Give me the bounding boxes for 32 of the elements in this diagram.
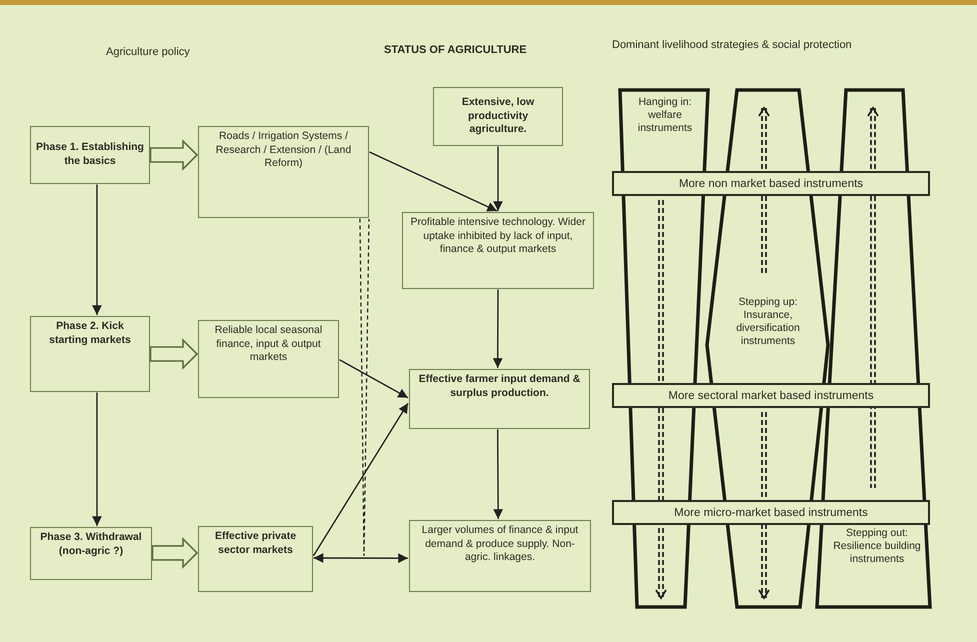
process-box: Profitable intensive technology. Wider uptake inhibited by lack of input, finance & output markets (402, 212, 594, 289)
arrow (493, 146, 503, 211)
process-box: Effective private sector markets (198, 526, 313, 592)
process-box: Reliable local seasonal finance, input & output markets (198, 320, 339, 398)
arrow (314, 553, 408, 564)
column-heading: Agriculture policy (106, 46, 190, 58)
column-text: Hanging in: welfare instruments (636, 96, 694, 136)
process-box: Effective farmer input demand & surplus production. (409, 369, 590, 429)
arrow (339, 359, 408, 398)
arrow (92, 392, 102, 526)
process-box: Extensive, low productivity agriculture. (433, 87, 563, 146)
column-heading: Dominant livelihood strategies & social protection (612, 39, 852, 51)
instrument-band: More micro-market based instruments (612, 500, 930, 525)
arrow (312, 402, 409, 556)
arrow (492, 290, 503, 368)
column-heading: STATUS OF AGRICULTURE (384, 44, 527, 56)
column-text: Stepping up: Insurance, diversification instruments (735, 296, 801, 348)
process-box: Phase 2. Kick starting markets (30, 316, 150, 392)
column-text: Stepping out: Resilience building instruments (832, 527, 922, 566)
arrow (493, 430, 504, 519)
arrow (369, 151, 498, 212)
process-box: Roads / Irrigation Systems / Research / Extension / (Land Reform) (198, 126, 369, 218)
process-box: Phase 3. Withdrawal (non-agric ?) (30, 527, 152, 580)
arrow (92, 184, 102, 315)
instrument-band: More sectoral market based instruments (612, 383, 930, 408)
instrument-band: More non market based instruments (612, 171, 930, 196)
block-arrow (152, 537, 198, 569)
dashed-line (359, 218, 370, 557)
process-box: Larger volumes of finance & input demand & produce supply. Non-agric. linkages. (409, 520, 591, 592)
process-box: Phase 1. Establishing the basics (30, 126, 150, 184)
block-arrow (150, 338, 198, 370)
block-arrow (150, 139, 198, 171)
